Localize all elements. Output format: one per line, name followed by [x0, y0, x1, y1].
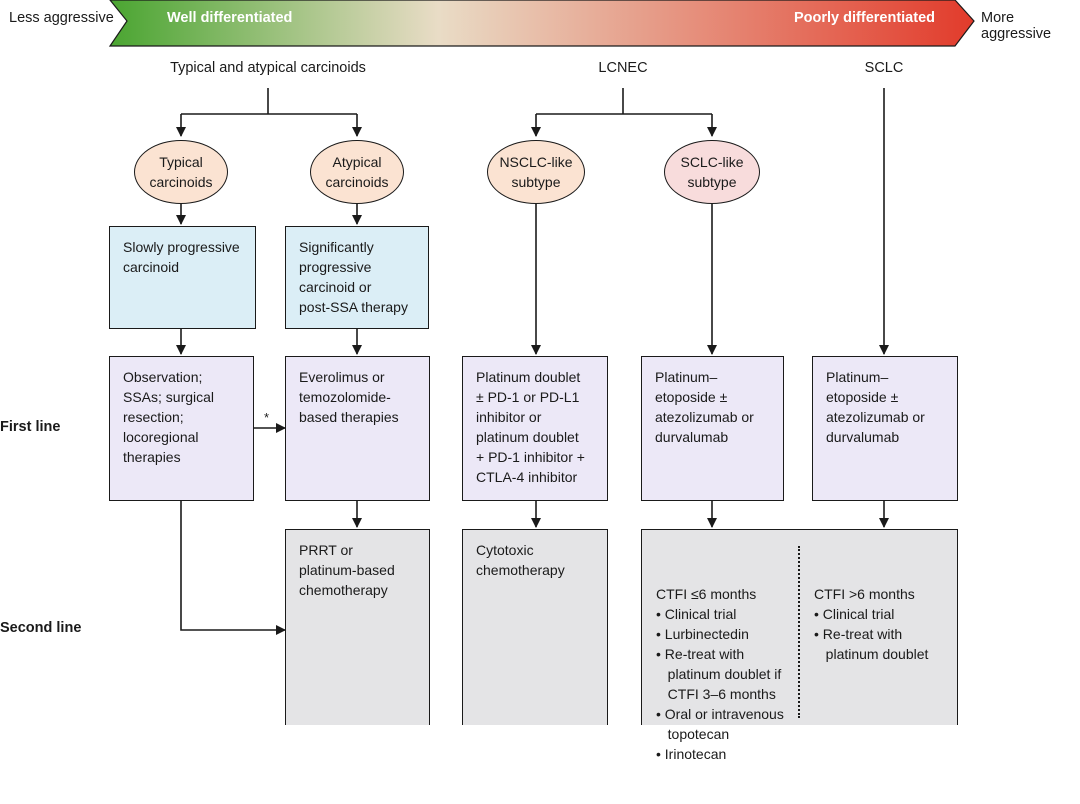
more-aggressive-label: More aggressive: [981, 10, 1052, 42]
second-line-label: Second line: [0, 620, 82, 636]
lcnec-group-header: LCNEC: [598, 60, 648, 76]
ctfi-second-line-box: CTFI ≤6 months• Clinical trial• Lurbinec…: [641, 529, 958, 762]
gradient-arrow-shape: [108, 0, 975, 47]
first-line-label: First line: [0, 419, 61, 435]
ctfi-divider: [798, 546, 800, 718]
carcinoids-group-header: Typical and atypical carcinoids: [170, 60, 366, 76]
ctfi-long-list: CTFI >6 months• Clinical trial• Re-treat…: [814, 586, 929, 662]
connector-lines: [176, 88, 889, 635]
differentiation-gradient-arrow: [108, 0, 975, 47]
observation-to-prrt-arrow: [180, 501, 286, 635]
ctfi-short-list: CTFI ≤6 months• Clinical trial• Lurbinec…: [656, 586, 784, 762]
poorly-differentiated-label: Poorly differentiated: [794, 10, 935, 26]
sclc-group-header: SCLC: [864, 60, 904, 76]
asterisk-marker: *: [264, 410, 270, 425]
well-differentiated-label: Well differentiated: [167, 10, 293, 26]
less-aggressive-label: Less aggressive: [9, 10, 114, 26]
